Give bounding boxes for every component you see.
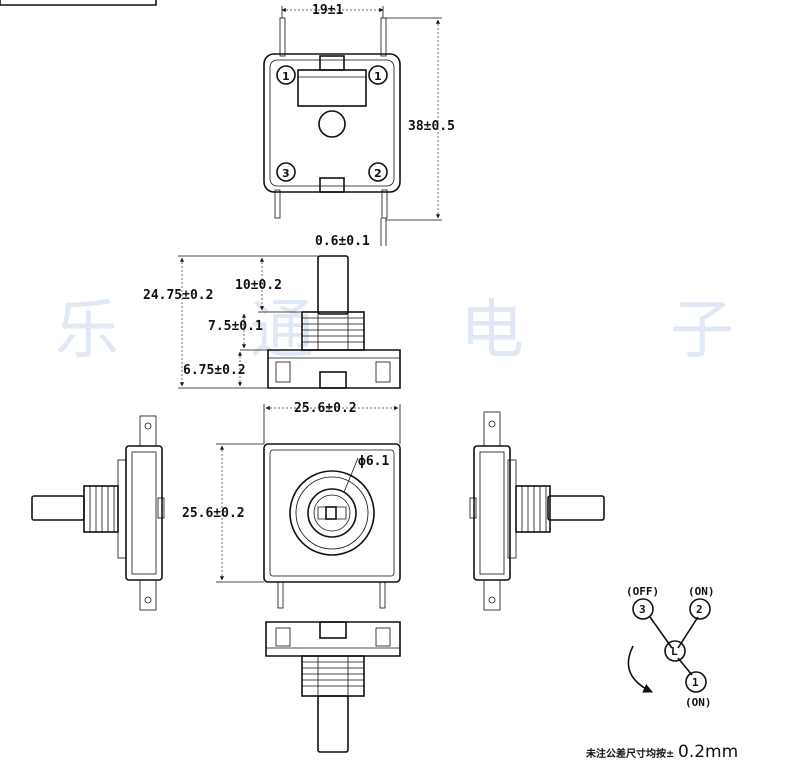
dim-terminal-thickness: 0.6±0.1: [315, 234, 370, 249]
dim-thread-length: 7.5±0.1: [208, 319, 263, 334]
schematic-pin-3: 3: [639, 603, 646, 616]
dim-pin-spacing: 19±1: [312, 3, 343, 18]
dim-shaft-diameter: ϕ6.1: [358, 454, 389, 469]
back-pin-label: 1: [374, 70, 382, 83]
watermark-char-1: 乐: [55, 294, 119, 368]
schematic-label-on-2: (ON): [688, 585, 715, 598]
dim-shaft-length: 10±0.2: [235, 278, 282, 293]
tolerance-note: 未注公差尺寸均按±: [585, 747, 674, 760]
schematic-label-off: (OFF): [626, 585, 659, 598]
schematic-label-on-1: (ON): [685, 696, 712, 709]
watermark-char-4: 子: [670, 294, 734, 368]
side-view-shaft-down: [265, 621, 401, 753]
dim-body-height: 6.75±0.2: [183, 363, 246, 378]
dim-height-total: 38±0.5: [408, 119, 455, 134]
rotation-arrow-icon: [627, 645, 653, 693]
back-pin-label: 3: [282, 167, 290, 180]
tolerance-note-value: 0.2mm: [678, 742, 738, 762]
watermark-char-3: 电: [460, 294, 524, 368]
schematic-node-1: [685, 671, 707, 693]
side-view-shaft-up: [267, 255, 401, 389]
schematic-node-2: [689, 598, 711, 620]
watermark: 乐 通 电 子: [55, 294, 734, 368]
schematic-pin-2: 2: [696, 603, 703, 616]
switch-schematic: 3 2 L 1 (OFF) (ON) (ON): [626, 585, 715, 709]
back-pin-label: 2: [374, 167, 382, 180]
dim-body-depth: 25.6±0.2: [182, 506, 245, 521]
schematic-pin-l: L: [671, 645, 678, 658]
back-view: 1 1 3 2: [263, 17, 401, 219]
schematic-node-3: [632, 598, 654, 620]
left-side-view: [31, 415, 165, 611]
title-box-edge: [0, 0, 157, 6]
schematic-pin-1: 1: [692, 676, 699, 689]
dim-body-width: 25.6±0.2: [294, 401, 357, 416]
right-side-view: [469, 411, 605, 611]
schematic-node-l: [664, 640, 686, 662]
front-view: [263, 443, 401, 609]
dim-overall-height: 24.75±0.2: [143, 288, 213, 303]
back-pin-label: 1: [282, 70, 290, 83]
